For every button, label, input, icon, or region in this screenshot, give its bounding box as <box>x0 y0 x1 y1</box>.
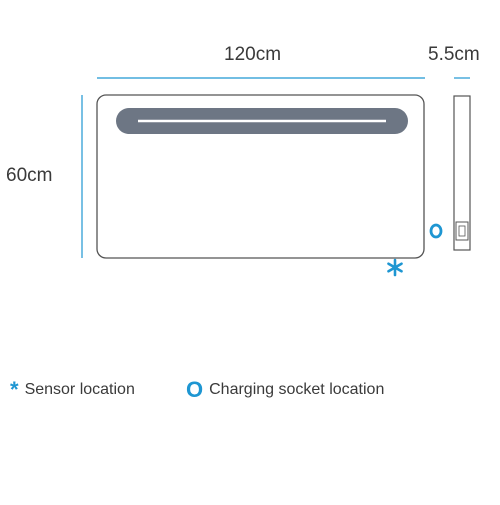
mirror-side-profile <box>453 95 471 251</box>
sensor-legend-label: Sensor location <box>24 381 135 398</box>
width-label: 120cm <box>224 44 282 65</box>
height-label: 60cm <box>6 165 53 186</box>
socket-legend-icon: O <box>186 377 204 402</box>
sensor-legend-icon: * <box>10 377 19 402</box>
mirror-front-outline <box>96 94 425 259</box>
legend-socket-row: O Charging socket location <box>186 378 384 402</box>
sensor-marker-icon <box>387 258 403 277</box>
socket-marker-icon <box>429 223 443 239</box>
depth-label: 5.5cm <box>428 44 480 65</box>
legend-sensor-row: * Sensor location <box>10 378 135 402</box>
socket-legend-label: Charging socket location <box>209 381 385 398</box>
socket-inner <box>458 225 466 237</box>
